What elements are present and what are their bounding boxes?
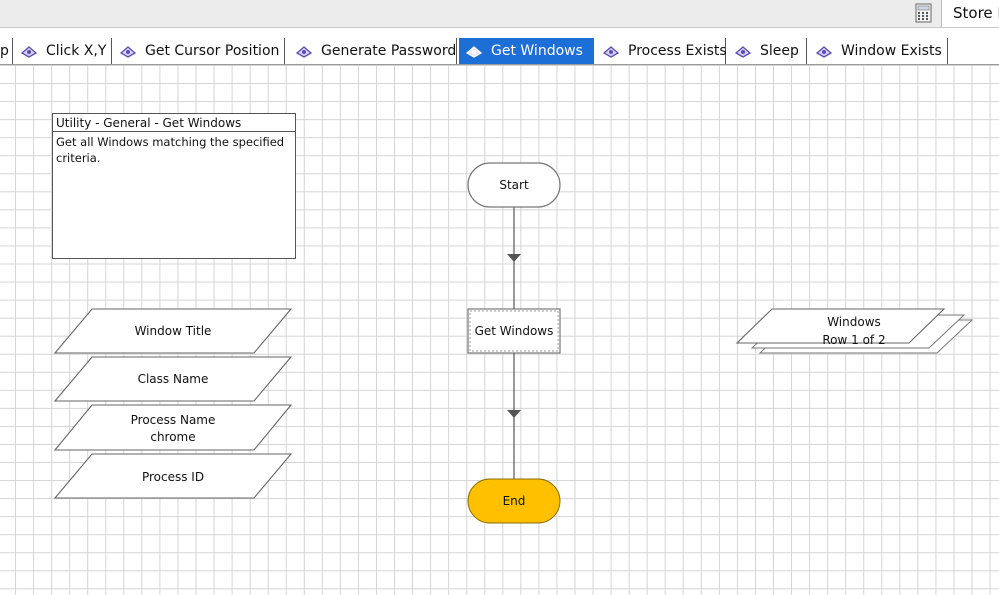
arrow-head-icon [507, 410, 521, 418]
input-value-process-name: chrome [150, 430, 196, 444]
top-toolbar: Store In [0, 0, 999, 28]
tab-label: Sleep [760, 43, 799, 59]
page-tab-bar: p Click X,Y Get Cursor Position Generate… [0, 38, 999, 65]
tab-generate-password[interactable]: Generate Password [289, 38, 457, 64]
input-label-process-id: Process ID [141, 470, 205, 484]
tab-label: Get Windows [491, 43, 583, 59]
page-icon [295, 46, 313, 58]
store-in-button[interactable]: Store In [941, 0, 999, 27]
note-body: Get all Windows matching the specified c… [56, 135, 285, 165]
end-stage[interactable] [467, 478, 561, 524]
input-label-process-name: Process Name [130, 413, 216, 427]
tab-label: Window Exists [841, 43, 942, 59]
get-windows-stage[interactable] [467, 308, 561, 354]
page-icon [119, 46, 137, 58]
tab-label: Process Exists [628, 43, 727, 59]
page-icon [815, 46, 833, 58]
tab-label: p [0, 43, 9, 59]
tab-sleep[interactable]: Sleep [728, 38, 807, 64]
windows-collection[interactable] [735, 308, 946, 344]
page-icon [465, 46, 483, 58]
tab-label: Generate Password [321, 43, 457, 59]
note-title: Utility - General - Get Windows [53, 114, 295, 132]
page-icon [734, 46, 752, 58]
start-stage-label: Start [499, 178, 529, 192]
start-stage[interactable] [467, 162, 561, 208]
tab-previous[interactable]: p [0, 38, 13, 64]
collection-name-label: Windows [827, 315, 881, 329]
tab-get-cursor-position[interactable]: Get Cursor Position [113, 38, 285, 64]
action-stage-label: Get Windows [474, 324, 554, 338]
stage-selection-border [469, 310, 559, 352]
collection-rows-label: Row 1 of 2 [822, 333, 886, 347]
input-class-name[interactable] [53, 356, 293, 402]
input-label-window-title: Window Title [134, 324, 212, 338]
page-icon [602, 46, 620, 58]
input-process-id[interactable] [53, 453, 293, 499]
end-stage-label: End [502, 494, 526, 508]
input-label-class-name: Class Name [137, 372, 209, 386]
tab-label: Get Cursor Position [145, 43, 280, 59]
page-description-note[interactable]: Utility - General - Get Windows Get all … [52, 113, 296, 259]
tab-get-windows[interactable]: Get Windows [459, 38, 594, 64]
input-process-name[interactable] [53, 404, 293, 451]
input-window-title[interactable] [53, 308, 293, 354]
page-icon [20, 46, 38, 58]
tab-label: Click X,Y [46, 43, 107, 59]
tab-process-exists[interactable]: Process Exists [596, 38, 727, 64]
tab-window-exists[interactable]: Window Exists [809, 38, 948, 64]
tab-click-xy[interactable]: Click X,Y [14, 38, 112, 64]
arrow-head-icon [507, 254, 521, 262]
calculator-icon[interactable] [913, 3, 935, 23]
